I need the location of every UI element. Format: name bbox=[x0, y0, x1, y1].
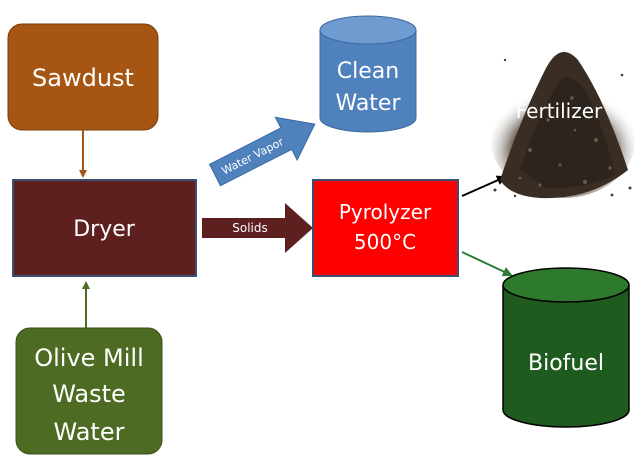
sawdust-label: Sawdust bbox=[32, 64, 134, 92]
solids-label: Solids bbox=[232, 221, 268, 235]
water-vapor-arrow: Water Vapor bbox=[208, 116, 316, 187]
clean-water-line2: Water bbox=[335, 91, 401, 116]
pyrolyzer-node: Pyrolyzer 500°C bbox=[312, 179, 459, 277]
fertilizer-label: Fertilizer bbox=[516, 99, 603, 123]
soil-pile-image bbox=[491, 52, 635, 199]
sawdust-node: Sawdust bbox=[7, 23, 159, 131]
biofuel-node: Biofuel bbox=[502, 267, 630, 428]
dryer-label: Dryer bbox=[73, 217, 136, 242]
fertilizer-node: Fertilizer bbox=[491, 52, 635, 199]
biofuel-label: Biofuel bbox=[528, 351, 604, 376]
solids-arrow: Solids bbox=[202, 203, 313, 253]
olive-mill-line2: Waste bbox=[52, 380, 126, 408]
clean-water-node: Clean Water bbox=[319, 15, 417, 133]
pyrolyzer-to-fertilizer-connector bbox=[461, 175, 507, 197]
dryer-node: Dryer bbox=[12, 179, 197, 277]
pyrolyzer-to-biofuel-connector bbox=[461, 251, 513, 277]
olive-mill-waste-water-node: Olive Mill Waste Water bbox=[15, 327, 163, 455]
clean-water-line1: Clean bbox=[337, 59, 399, 84]
pyrolyzer-line2: 500°C bbox=[354, 230, 416, 254]
olive-mill-line1: Olive Mill bbox=[34, 344, 144, 372]
olive-mill-line3: Water bbox=[54, 418, 125, 446]
pyrolyzer-line1: Pyrolyzer bbox=[339, 200, 432, 224]
